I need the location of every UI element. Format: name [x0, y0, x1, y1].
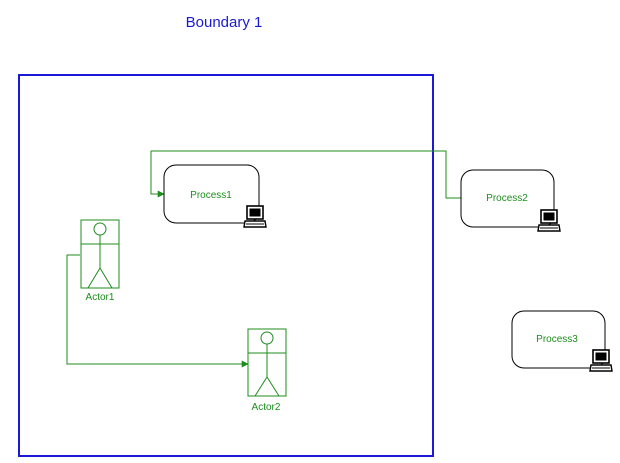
process-label: Process1: [190, 190, 232, 201]
computer-icon: [537, 209, 561, 232]
stick-figure-icon: [248, 331, 286, 397]
process-node[interactable]: Process1: [163, 164, 267, 228]
process-node[interactable]: Process3: [511, 310, 613, 372]
boundary-box[interactable]: [18, 74, 434, 457]
boundary-title: Boundary 1: [186, 14, 263, 31]
computer-icon: [589, 349, 613, 372]
connector-actor1-to-actor2[interactable]: [66, 254, 249, 368]
connector-process2-to-process1[interactable]: [150, 150, 461, 199]
actor-box[interactable]: [247, 328, 287, 397]
process-box[interactable]: [163, 164, 260, 224]
process-node[interactable]: Process2: [460, 169, 561, 232]
actor-label: Actor2: [252, 402, 281, 413]
computer-icon: [243, 205, 267, 228]
process-label: Process3: [536, 334, 578, 345]
stick-figure-icon: [81, 222, 119, 289]
actor-label: Actor1: [86, 292, 115, 303]
process-box[interactable]: [460, 169, 555, 228]
actor-node[interactable]: Actor2: [247, 328, 287, 413]
actor-node[interactable]: Actor1: [80, 219, 120, 303]
process-label: Process2: [486, 193, 528, 204]
process-box[interactable]: [511, 310, 606, 369]
actor-box[interactable]: [80, 219, 120, 289]
